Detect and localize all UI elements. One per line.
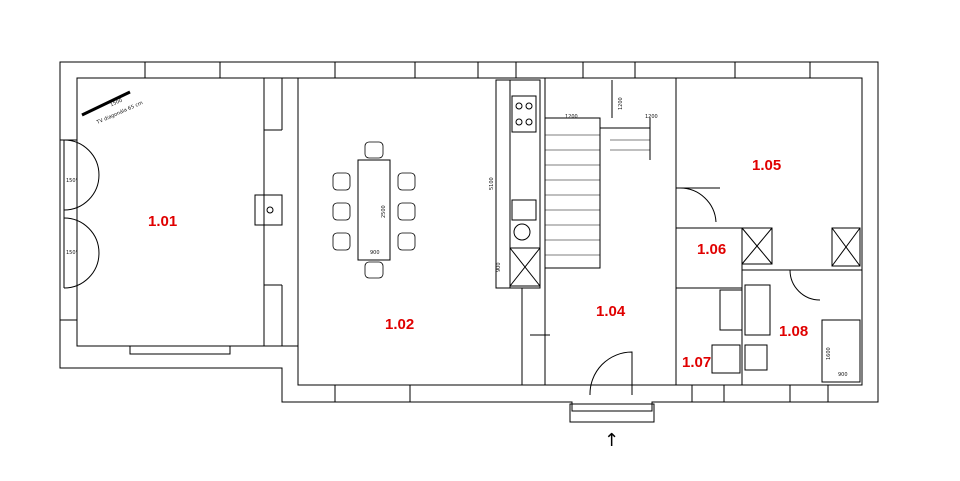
hob [511, 95, 537, 133]
room-label-1-08: 1.08 [779, 323, 809, 340]
door-angle-bottom: 150° [66, 250, 79, 256]
room-label-1-06: 1.06 [697, 241, 727, 258]
bathtub [821, 319, 861, 383]
room-label-1-07: 1.07 [682, 354, 712, 371]
stair-width-left-dim: 1200 [565, 114, 578, 120]
stair-width-right-dim: 1200 [645, 114, 658, 120]
room-label-1-05: 1.05 [752, 157, 782, 174]
tv [81, 90, 131, 117]
window-104-top [477, 61, 517, 79]
door-angle-top: 150° [66, 178, 79, 184]
window-107-bottom [691, 384, 725, 403]
french-door-top [63, 139, 100, 211]
bath-width-dim: 900 [838, 372, 848, 378]
window-101-top [144, 61, 221, 79]
chimney [254, 194, 283, 226]
window-104b-top [582, 61, 636, 79]
outer-wall [59, 61, 879, 412]
table-width-dim: 900 [370, 250, 380, 256]
dining-table [357, 159, 391, 261]
window-102-bottom [334, 384, 411, 403]
window-105-top [734, 61, 811, 79]
room-label-1-04: 1.04 [596, 303, 626, 320]
entry-arrow-icon: ↑ [604, 430, 620, 451]
bath-length-dim: 1600 [826, 347, 832, 360]
kitchen-small-dim: 900 [496, 262, 502, 272]
entry-door [589, 351, 633, 396]
sink [511, 199, 537, 221]
staircase [544, 117, 601, 269]
table-length-dim: 2500 [381, 205, 387, 218]
window-102-top [334, 61, 416, 79]
kitchen-length-dim: 5100 [489, 177, 495, 190]
kitchen-counter [495, 79, 541, 289]
window-101-bottom [129, 345, 231, 355]
room-label-1-02: 1.02 [385, 316, 415, 333]
room-106-outline [675, 227, 743, 289]
fridge [509, 247, 541, 287]
room-label-1-01: 1.01 [148, 213, 178, 230]
inner-wall-line [76, 77, 863, 386]
stair-height-top-dim: 1200 [618, 97, 624, 110]
window-108-bottom [789, 384, 829, 403]
french-door-bottom [63, 217, 100, 289]
